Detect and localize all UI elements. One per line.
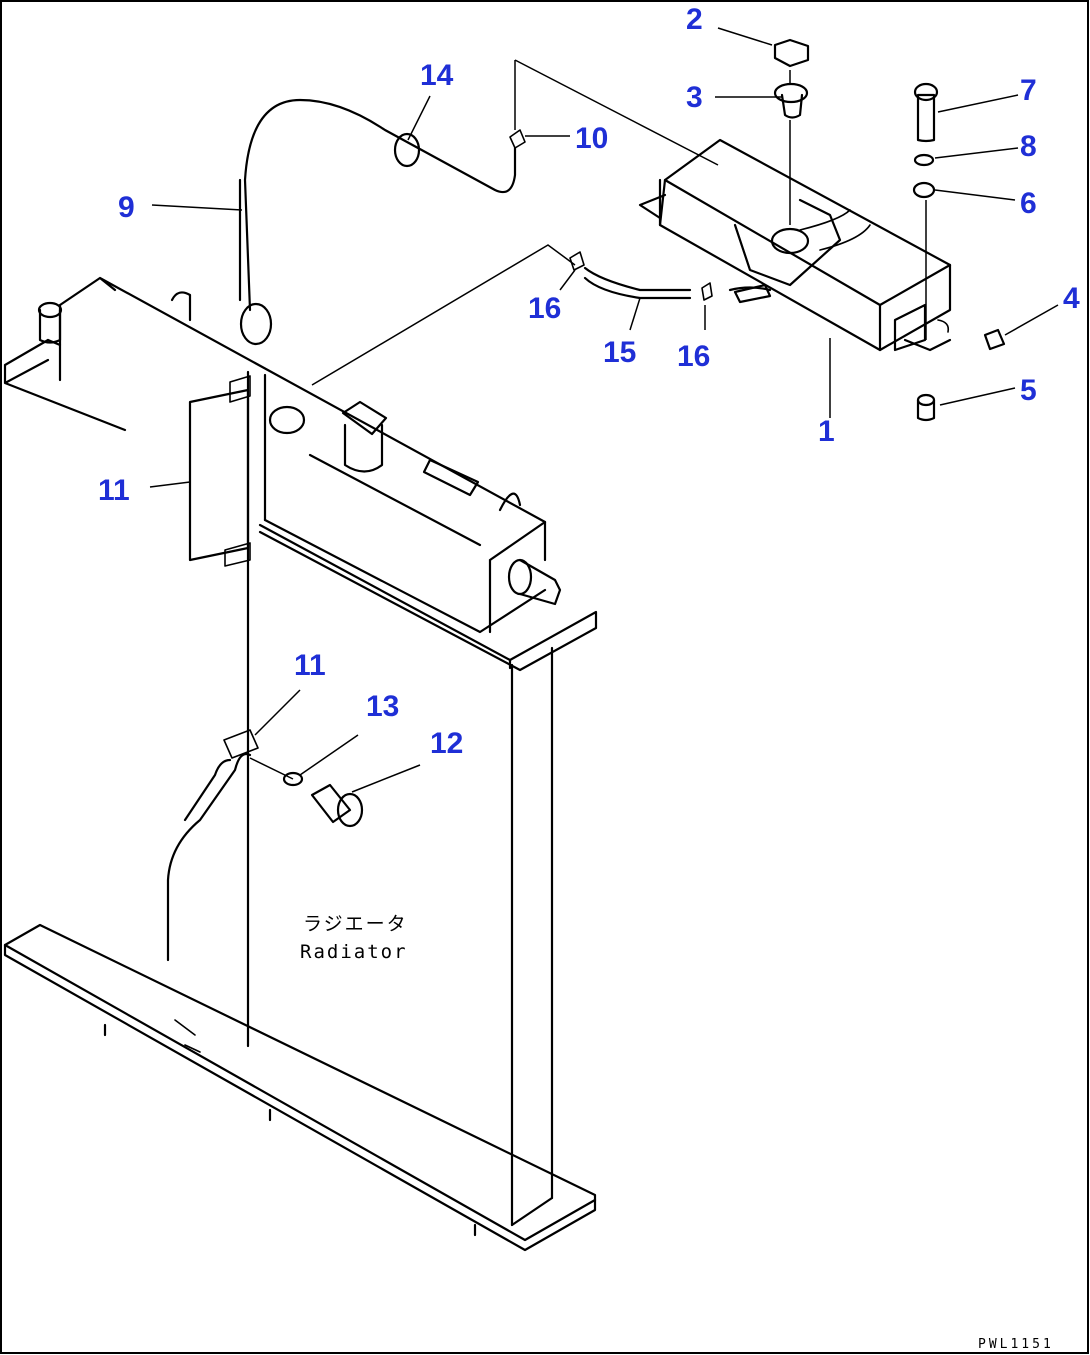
callout-16-right: 16 (677, 340, 710, 373)
callout-9: 9 (118, 191, 135, 224)
hose-and-clips (569, 251, 772, 301)
reservoir-tank (638, 138, 952, 352)
callout-14: 14 (420, 59, 454, 92)
callout-7: 7 (1020, 74, 1037, 107)
callout-1: 1 (818, 415, 835, 448)
callout-16-left: 16 (528, 292, 561, 325)
drawing-code: PWL1151 (978, 1337, 1054, 1352)
callout-11-upper: 11 (98, 474, 130, 507)
callout-3: 3 (686, 81, 703, 114)
callout-12: 12 (430, 727, 463, 760)
callout-5: 5 (1020, 374, 1037, 407)
callout-13: 13 (366, 690, 399, 723)
radiator-label-en: Radiator (300, 941, 408, 963)
callout-11-lower: 11 (294, 649, 326, 682)
side-plate-clamp (188, 375, 259, 759)
callout-4: 4 (1063, 282, 1080, 315)
leader-line (514, 59, 719, 166)
callout-15: 15 (603, 336, 636, 369)
callout-leaders (149, 27, 1059, 793)
radiator (3, 276, 598, 1252)
small-parts (773, 38, 1006, 422)
callout-8: 8 (1020, 130, 1037, 163)
bolt-and-washer (249, 757, 364, 828)
drain-hose (166, 752, 252, 962)
leader-line (311, 244, 576, 386)
callout-6: 6 (1020, 187, 1037, 220)
radiator-label-jp: ラジエータ (303, 913, 408, 935)
callout-2: 2 (686, 3, 703, 36)
callout-10: 10 (575, 122, 608, 155)
overflow-hose (238, 98, 526, 312)
